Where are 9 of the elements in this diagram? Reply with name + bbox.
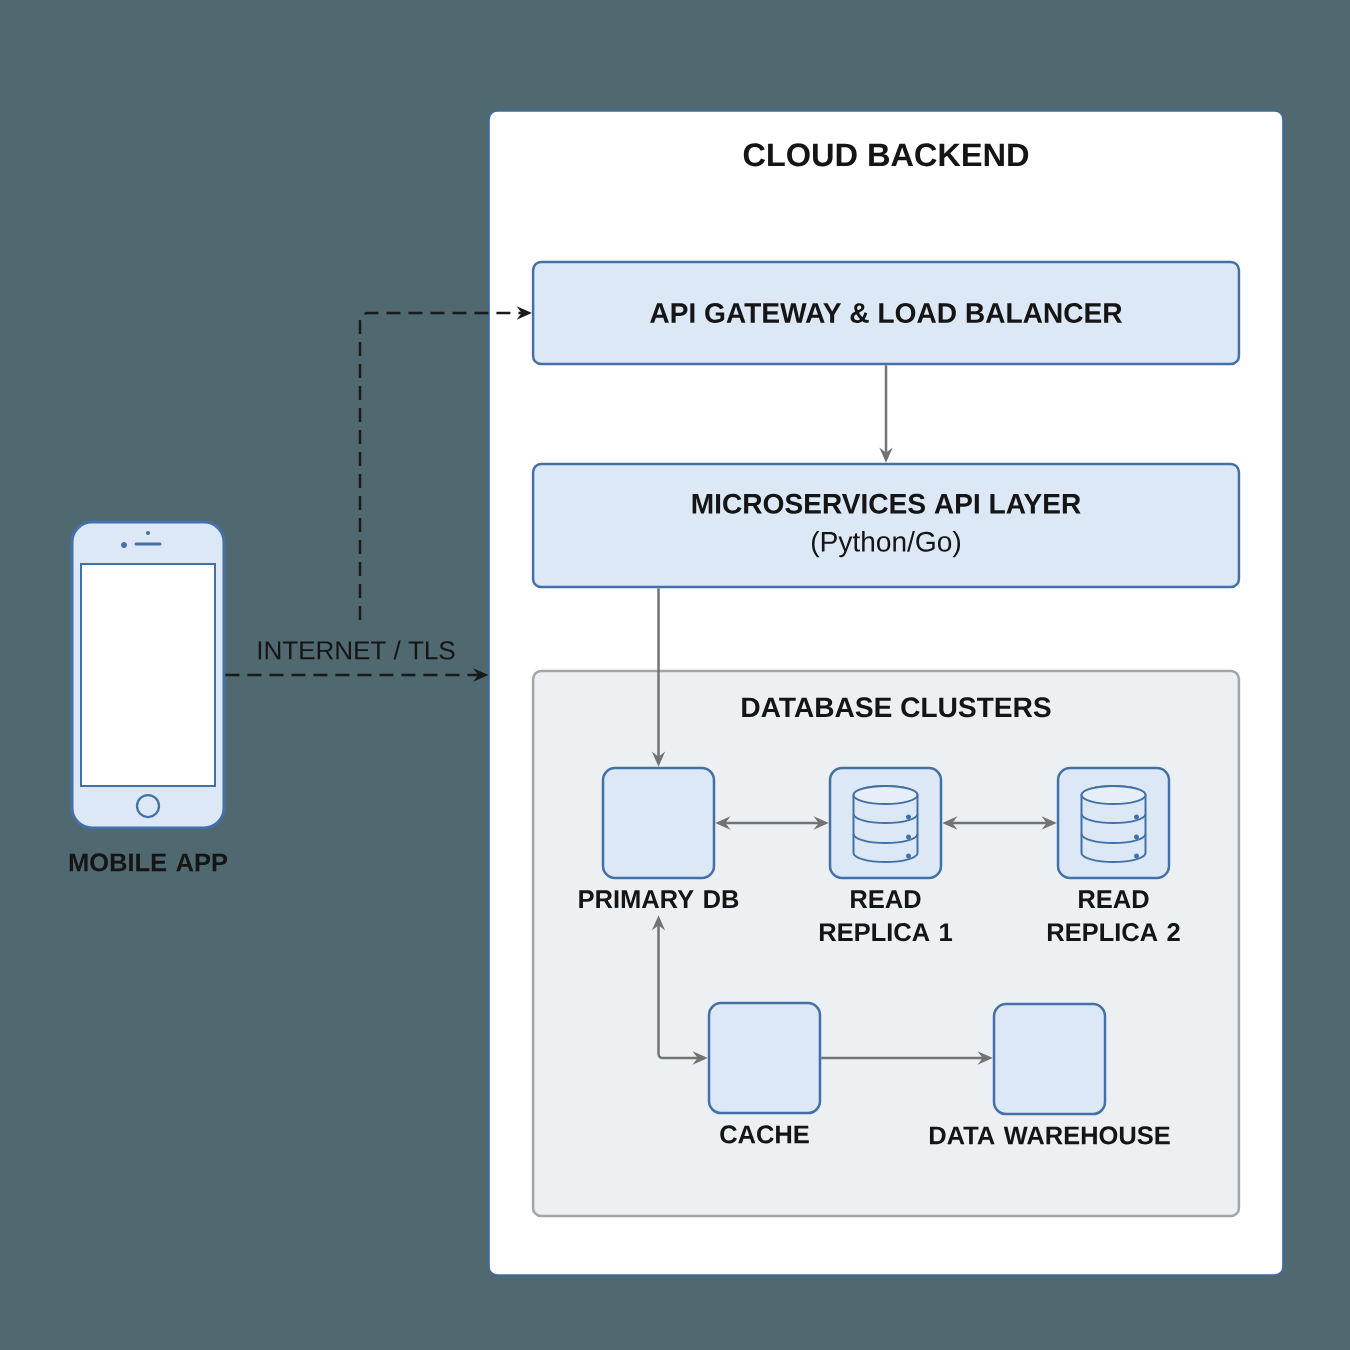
node-label: MOBILE APP	[69, 853, 228, 872]
node-label: READ REPLICA 1	[820, 890, 953, 942]
node-label: PRIMARY DB	[579, 890, 739, 908]
process-box: API GATEWAY & LOAD BALANCER	[531, 260, 1241, 366]
node-label: DATA WAREHOUSE	[929, 1126, 1170, 1145]
node-label: READ REPLICA 2	[1048, 890, 1180, 942]
edge-label: INTERNET / TLS	[253, 637, 459, 663]
process-box: MICROSERVICES API LAYER (Python/Go)	[531, 462, 1241, 589]
node-label: CACHE	[720, 1125, 809, 1144]
